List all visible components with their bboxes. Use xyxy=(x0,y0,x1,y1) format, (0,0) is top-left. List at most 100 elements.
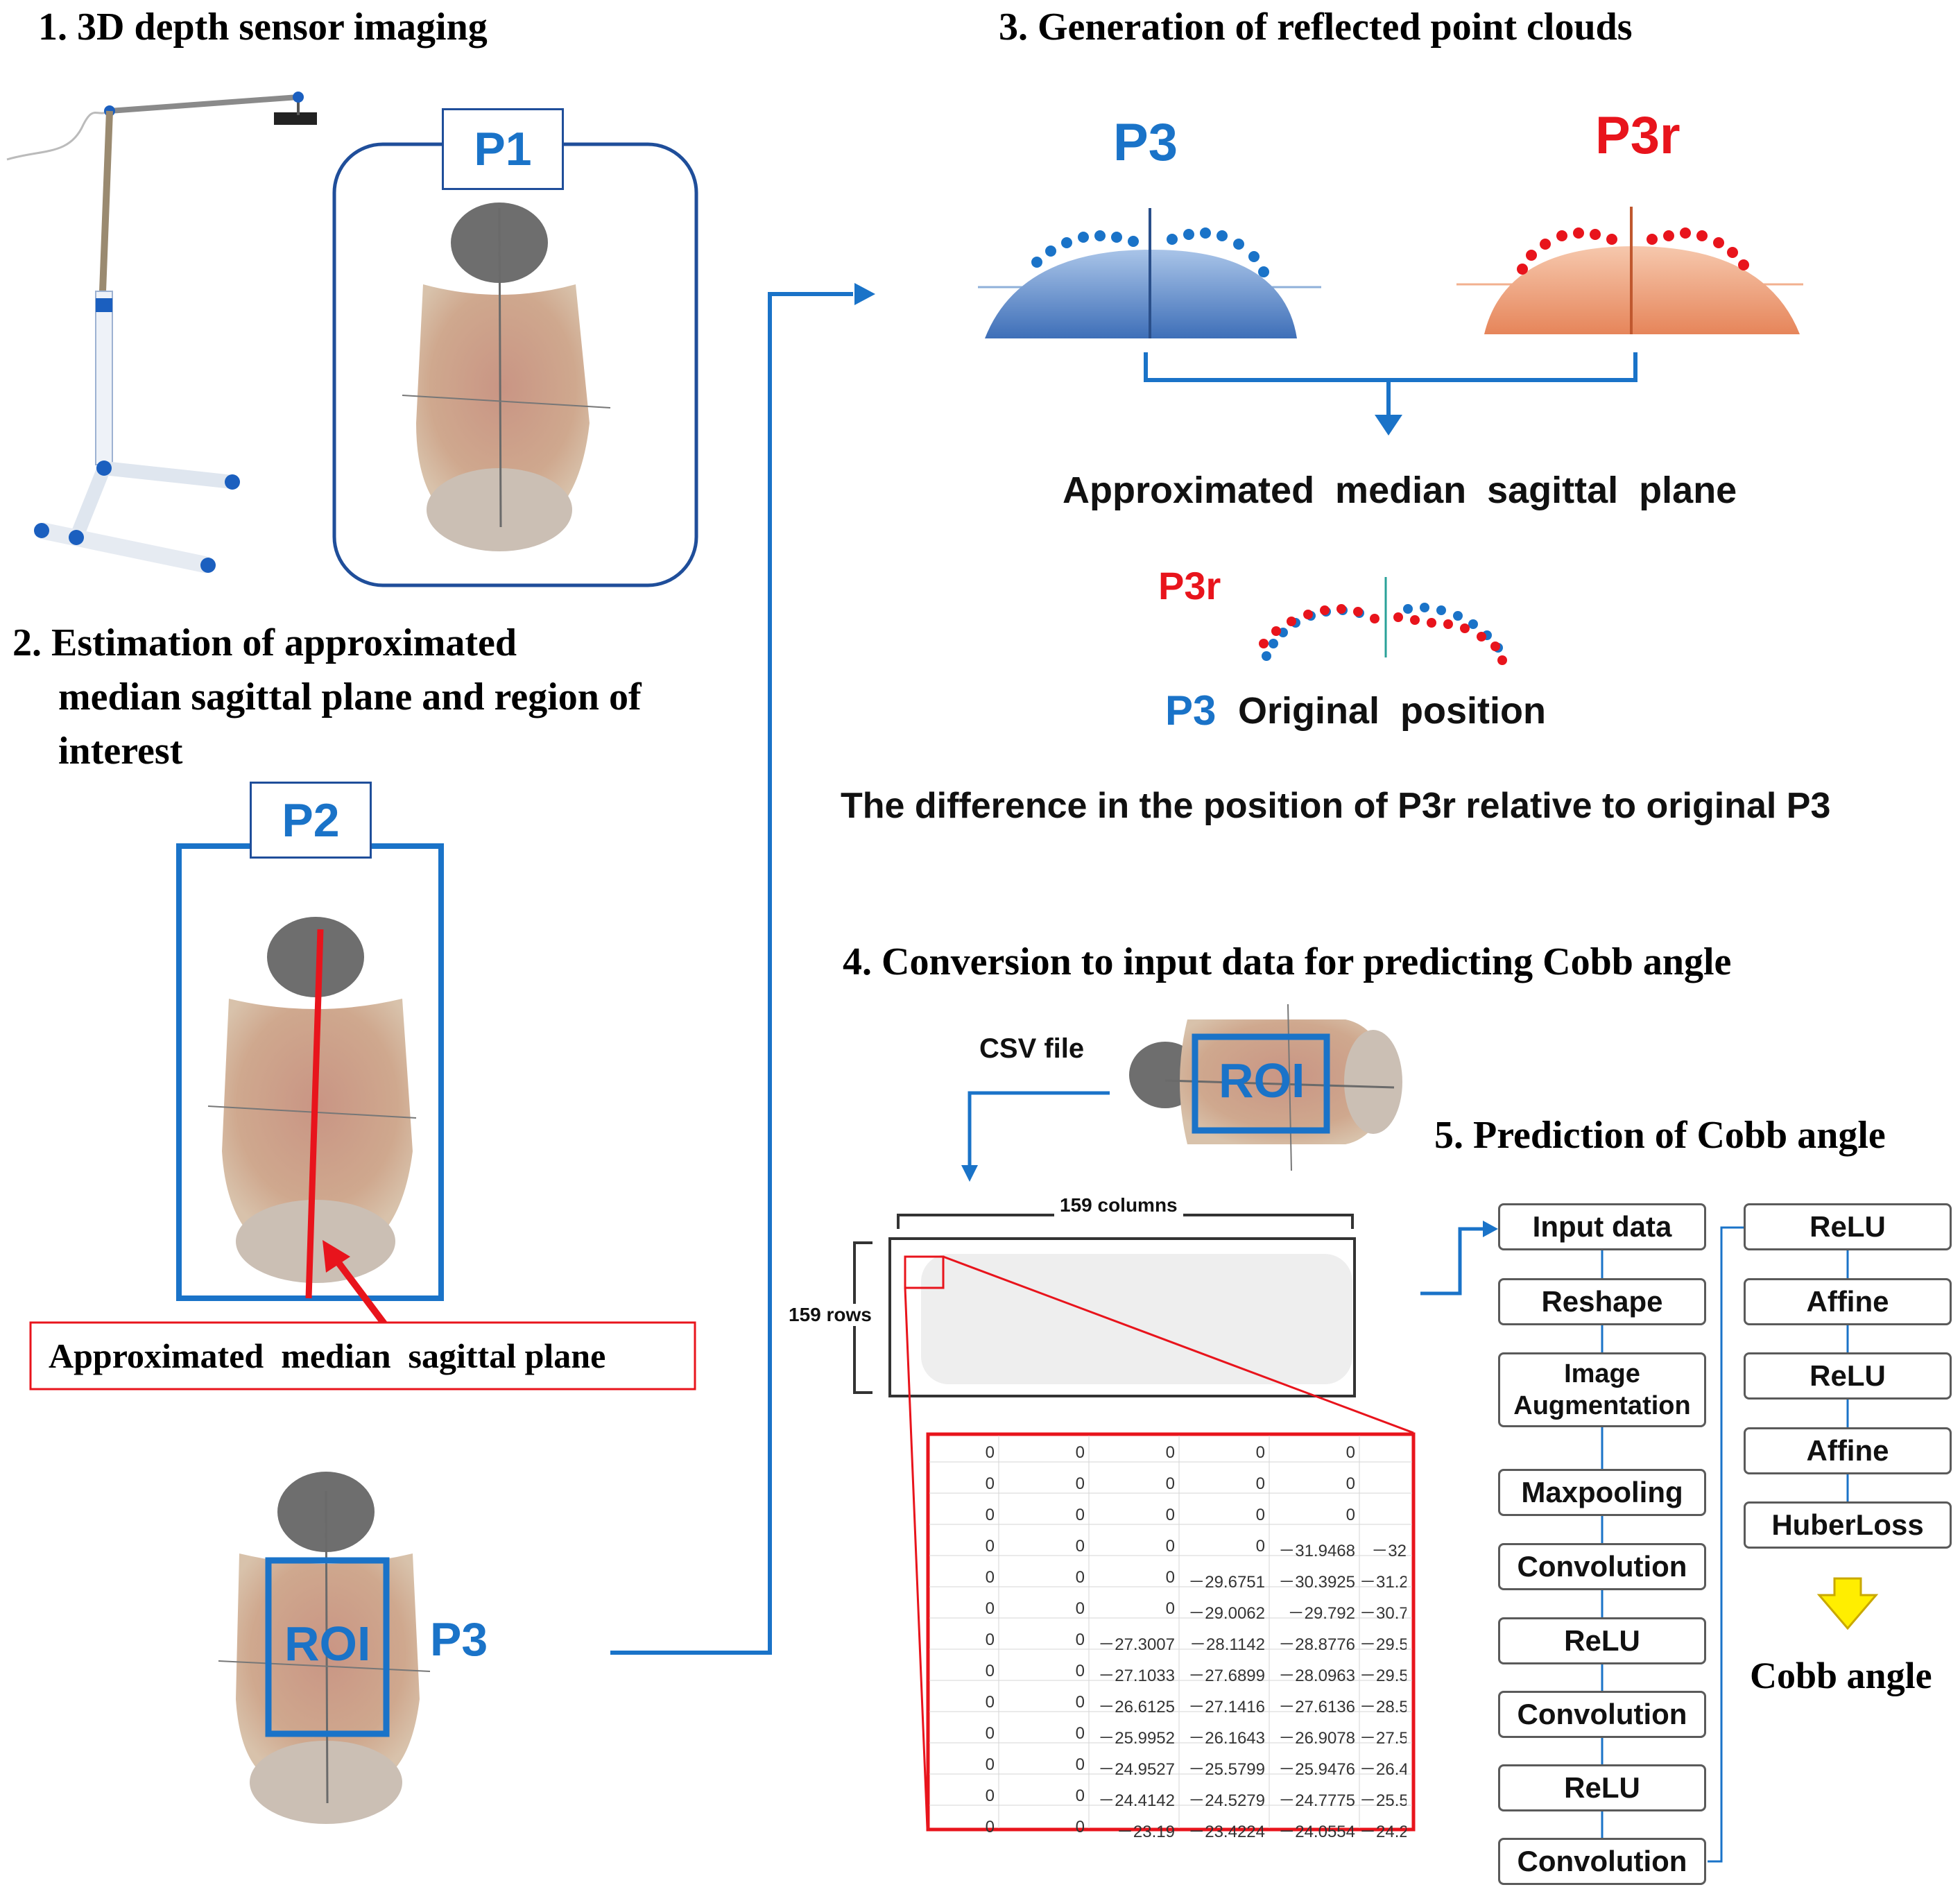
back-figure-p1 xyxy=(402,203,611,551)
table-cell: －29.5 xyxy=(1359,1667,1407,1685)
table-cell: 0 xyxy=(1255,1506,1265,1524)
table-cell: 0 xyxy=(1075,1568,1085,1587)
back-figure-p2 xyxy=(207,917,417,1299)
table-cell: 0 xyxy=(1165,1474,1175,1493)
p1-label: P1 xyxy=(442,108,564,190)
table-cell: －27.3007 xyxy=(1098,1635,1175,1654)
step2-heading-line1: 2. Estimation of approximated xyxy=(12,621,517,664)
difference-caption: The difference in the position of P3r re… xyxy=(841,786,1831,826)
depth-sensor-stand xyxy=(6,92,317,574)
cloud-join-bracket xyxy=(1144,352,1637,382)
table-cell: －28.5 xyxy=(1359,1698,1407,1716)
table-cell: 0 xyxy=(985,1693,995,1712)
table-cell: 0 xyxy=(1165,1506,1175,1524)
table-cell: 0 xyxy=(985,1630,995,1649)
network-block-relu: ReLU xyxy=(1498,1617,1706,1664)
table-cell: 0 xyxy=(1075,1599,1085,1618)
table-cell: 0 xyxy=(1255,1537,1265,1556)
table-cell: 0 xyxy=(1255,1443,1265,1462)
p3-label-left: P3 xyxy=(430,1613,488,1666)
plane-label-text: Approximated median sagittal plane xyxy=(49,1336,606,1375)
csv-file-label: CSV file xyxy=(979,1033,1085,1064)
table-cell: 0 xyxy=(1075,1662,1085,1680)
table-cell: －25.5799 xyxy=(1188,1760,1265,1779)
p3-cloud-label: P3 xyxy=(1113,113,1178,172)
p3r-point-cloud xyxy=(1456,207,1803,334)
table-cell: －29.5 xyxy=(1359,1635,1407,1654)
roi-label-top: ROI xyxy=(1219,1053,1305,1108)
step2-heading-line3: interest xyxy=(58,730,183,773)
network-block-convolution: Convolution xyxy=(1498,1838,1706,1885)
table-cell: －28.1142 xyxy=(1189,1635,1265,1654)
table-cell: －27.5 xyxy=(1359,1729,1407,1748)
network-block-affine: Affine xyxy=(1744,1427,1952,1474)
table-cell: －26.1643 xyxy=(1188,1729,1265,1748)
network-block-convolution: Convolution xyxy=(1498,1691,1706,1738)
table-cell: 0 xyxy=(1075,1506,1085,1524)
network-block-image-augmentation: Image Augmentation xyxy=(1498,1352,1706,1427)
table-cell: －27.1033 xyxy=(1098,1667,1175,1685)
plane-label-box xyxy=(29,1321,696,1391)
table-cell: 0 xyxy=(1165,1443,1175,1462)
table-cell: －25.5 xyxy=(1359,1791,1407,1810)
table-cell: 0 xyxy=(1165,1537,1175,1556)
columns-label: 159 columns xyxy=(1054,1194,1183,1216)
network-block-affine: Affine xyxy=(1744,1278,1952,1325)
table-cell: －30.7 xyxy=(1359,1604,1407,1623)
table-cell: 0 xyxy=(985,1662,995,1680)
column-link-connector xyxy=(1708,1226,1744,1863)
table-cell: 0 xyxy=(985,1818,995,1836)
table-cell: 0 xyxy=(1255,1474,1265,1493)
network-block-relu: ReLU xyxy=(1744,1203,1952,1250)
p3r-cloud-label: P3r xyxy=(1595,106,1680,165)
table-cell: －31.9468 xyxy=(1278,1542,1355,1560)
network-block-input-data: Input data xyxy=(1498,1203,1706,1250)
table-cell: 0 xyxy=(1075,1818,1085,1836)
p3-point-cloud xyxy=(978,208,1321,338)
table-cell: －24.4142 xyxy=(1098,1791,1175,1810)
roi-label-p3: ROI xyxy=(284,1617,371,1671)
network-block-reshape: Reshape xyxy=(1498,1278,1706,1325)
table-cell: －32 xyxy=(1371,1542,1407,1560)
network-block-relu: ReLU xyxy=(1744,1352,1952,1400)
step5-heading: 5. Prediction of Cobb angle xyxy=(1434,1114,1886,1157)
step4-heading: 4. Conversion to input data for predicti… xyxy=(843,940,1732,983)
table-cell: 0 xyxy=(1165,1599,1175,1618)
table-cell: 0 xyxy=(1075,1443,1085,1462)
csv-arrow xyxy=(968,1091,1110,1166)
table-cell: 0 xyxy=(1075,1693,1085,1712)
table-cell: －28.0963 xyxy=(1278,1667,1355,1685)
table-cell: －24.9527 xyxy=(1098,1760,1175,1779)
table-cell: －24.5279 xyxy=(1188,1791,1265,1810)
rows-label: 159 rows xyxy=(789,1304,872,1326)
table-cell: －27.1416 xyxy=(1188,1698,1265,1716)
table-cell: －31.2 xyxy=(1359,1573,1407,1592)
overlap-dots xyxy=(1259,577,1507,665)
roi-frame-p3 xyxy=(265,1557,390,1737)
table-cell: 0 xyxy=(985,1568,995,1587)
table-cell: 0 xyxy=(1075,1755,1085,1774)
roi-frame-top xyxy=(1192,1033,1330,1134)
roi-top-view xyxy=(1129,1004,1402,1171)
table-cell: 0 xyxy=(985,1537,995,1556)
table-cell: 0 xyxy=(1346,1506,1355,1524)
table-cell: －29.792 xyxy=(1287,1604,1355,1623)
table-cell: －24.2 xyxy=(1359,1823,1407,1841)
step3-heading: 3. Generation of reflected point clouds xyxy=(999,6,1633,49)
table-cell: －23.4224 xyxy=(1188,1823,1265,1841)
table-cell: 0 xyxy=(985,1506,995,1524)
yellow-down-arrow xyxy=(1816,1577,1879,1630)
table-cell: 0 xyxy=(1346,1474,1355,1493)
table-cell: －27.6899 xyxy=(1188,1667,1265,1685)
cobb-angle-output: Cobb angle xyxy=(1750,1655,1932,1696)
network-block-relu: ReLU xyxy=(1498,1764,1706,1811)
p3r-small-label: P3r xyxy=(1158,564,1221,608)
table-cell: 0 xyxy=(1075,1787,1085,1805)
table-cell: 0 xyxy=(1165,1568,1175,1587)
table-cell: －25.9952 xyxy=(1098,1729,1175,1748)
table-cell: 0 xyxy=(985,1787,995,1805)
p3-small-label: P3 xyxy=(1165,687,1217,734)
table-cell: 0 xyxy=(1075,1537,1085,1556)
connector-p3-to-step3 xyxy=(610,292,853,1655)
table-cell: 0 xyxy=(985,1755,995,1774)
